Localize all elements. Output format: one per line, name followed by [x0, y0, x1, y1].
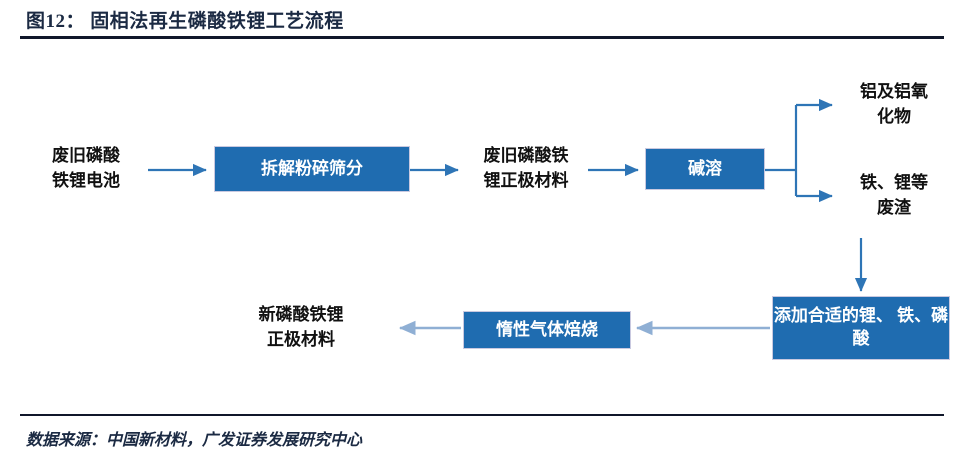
footer-divider — [20, 414, 944, 416]
node-add-lithium-iron-phosphoric-acid[interactable]: 添加合适的锂、 铁、磷酸 — [772, 296, 950, 360]
node-waste-cathode-material: 废旧磷酸铁 锂正极材料 — [483, 146, 569, 190]
source-note: 数据来源：中国新材料，广发证券发展研究中心 — [26, 432, 363, 449]
node-new-cathode-material: 新磷酸铁锂 正极材料 — [258, 305, 344, 349]
node-aluminum-and-oxides: 铝及铝氧 化物 — [860, 82, 928, 126]
node-inert-gas-calcination[interactable]: 惰性气体焙烧 — [463, 311, 631, 349]
node-alkali-dissolution[interactable]: 碱溶 — [645, 148, 765, 190]
page-title: 图12： 固相法再生磷酸铁锂工艺流程 — [26, 11, 344, 32]
node-dismantle-crush-screen[interactable]: 拆解粉碎筛分 — [214, 146, 410, 192]
node-waste-battery: 废旧磷酸 铁锂电池 — [52, 146, 120, 190]
node-iron-lithium-slag: 铁、锂等 废渣 — [860, 173, 928, 217]
title-divider — [20, 36, 944, 39]
